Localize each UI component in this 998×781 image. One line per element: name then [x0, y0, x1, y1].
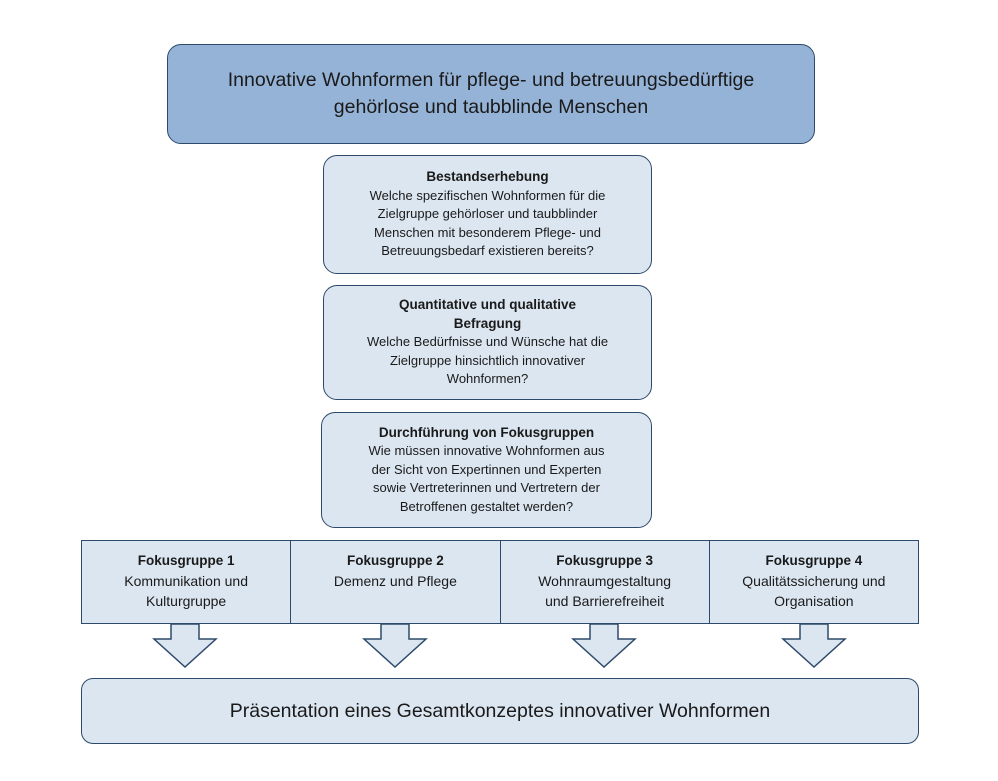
step-text-line: Menschen mit besonderem Pflege- und: [374, 224, 601, 240]
step-box-fokusgruppen: Durchführung von Fokusgruppen Wie müssen…: [321, 412, 652, 528]
step-text-line: Wohnformen?: [446, 371, 529, 387]
focus-group-title: Fokusgruppe 3: [556, 553, 653, 568]
focus-group-text: Demenz und Pflege: [333, 573, 457, 589]
focus-group-text: Kulturgruppe: [146, 593, 227, 609]
focus-group-3: Fokusgruppe 3 Wohnraumgestaltung und Bar…: [501, 541, 710, 623]
title-line-2: gehörlose und taubblinde Menschen: [333, 96, 649, 118]
title-line-1: Innovative Wohnformen für pflege- und be…: [227, 69, 755, 91]
step-text-line: Wie müssen innovative Wohnformen aus: [368, 443, 605, 459]
down-arrow-icon: [571, 623, 637, 669]
step-heading: Quantitative und qualitative: [398, 297, 577, 313]
step-text-line: Zielgruppe gehörloser und taubblinder: [377, 206, 598, 222]
focus-group-text: Kommunikation und: [124, 573, 248, 589]
step-text-line: Welche spezifischen Wohnformen für die: [369, 187, 606, 203]
step-heading: Durchführung von Fokusgruppen: [378, 424, 595, 440]
focus-group-4: Fokusgruppe 4 Qualitätssicherung und Org…: [710, 541, 918, 623]
focus-group-title: Fokusgruppe 4: [765, 553, 863, 568]
focus-group-text: Qualitätssicherung und: [742, 573, 886, 589]
focus-group-text: Wohnraumgestaltung: [538, 573, 672, 589]
down-arrow-icon: [152, 623, 218, 669]
final-label: Präsentation eines Gesamtkonzeptes innov…: [229, 699, 771, 722]
focus-group-title: Fokusgruppe 1: [137, 553, 235, 568]
step-text-line: Zielgruppe hinsichtlich innovativer: [389, 352, 586, 368]
down-arrow-icon: [781, 623, 847, 669]
step-text-line: Betreuungsbedarf existieren bereits?: [381, 243, 594, 259]
focus-group-text: Organisation: [774, 593, 854, 609]
step-text-line: sowie Vertreterinnen und Vertretern der: [373, 480, 600, 496]
focus-group-2: Fokusgruppe 2 Demenz und Pflege: [291, 541, 501, 623]
down-arrow-icon: [362, 623, 428, 669]
step-box-bestandserhebung: Bestandserhebung Welche spezifischen Woh…: [323, 155, 652, 274]
step-text-line: Welche Bedürfnisse und Wünsche hat die: [366, 334, 609, 350]
step-heading: Befragung: [453, 315, 522, 331]
focus-group-row: Fokusgruppe 1 Kommunikation und Kulturgr…: [81, 540, 919, 624]
focus-group-1: Fokusgruppe 1 Kommunikation und Kulturgr…: [82, 541, 292, 623]
final-box: Präsentation eines Gesamtkonzeptes innov…: [81, 678, 919, 744]
step-text-line: der Sicht von Expertinnen und Experten: [371, 461, 602, 477]
step-heading: Bestandserhebung: [426, 169, 549, 185]
step-text-line: Betroffenen gestaltet werden?: [399, 498, 574, 514]
focus-group-title: Fokusgruppe 2: [346, 553, 444, 568]
title-box: Innovative Wohnformen für pflege- und be…: [167, 44, 815, 144]
focus-group-text: und Barrierefreiheit: [545, 593, 665, 609]
step-box-befragung: Quantitative und qualitative Befragung W…: [323, 285, 652, 400]
